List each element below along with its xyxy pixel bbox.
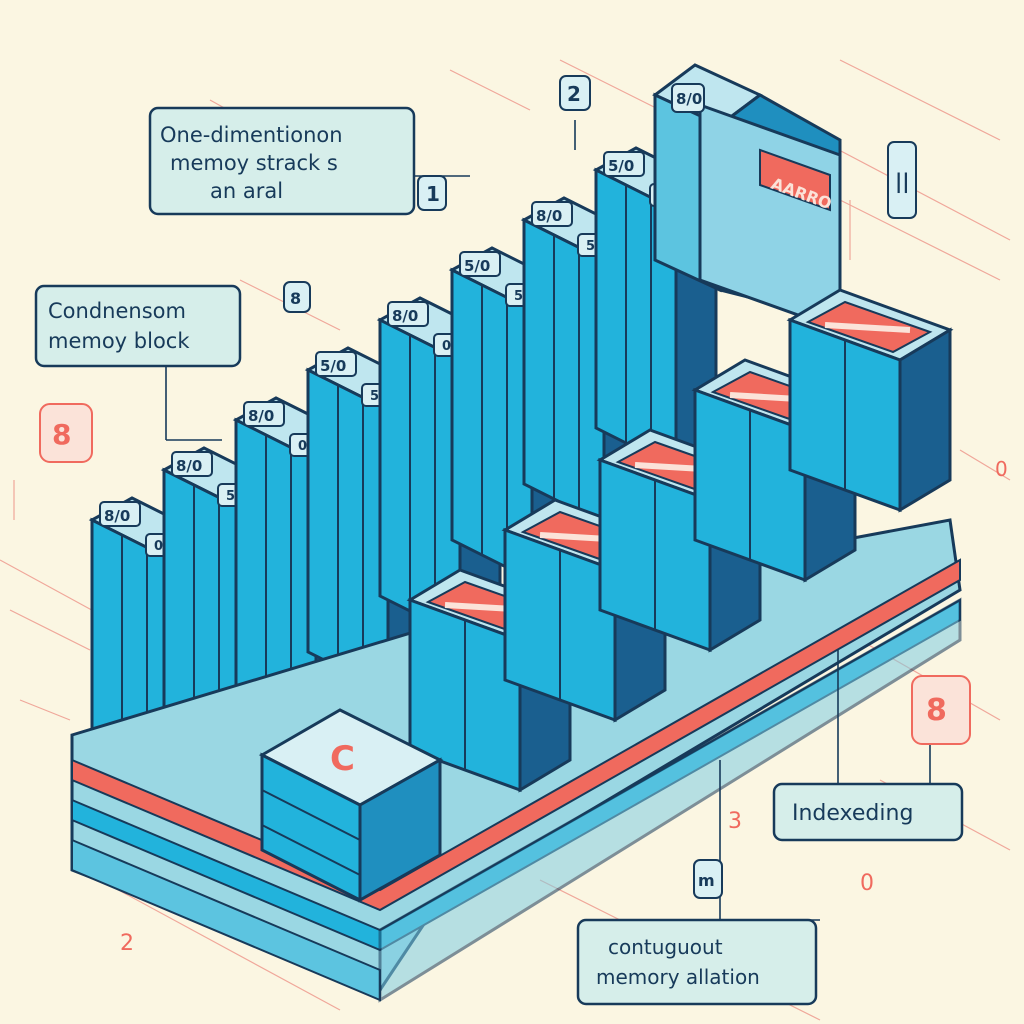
tower-tag-label: 5/0: [320, 357, 346, 375]
tower-tag-label: 8/0: [248, 407, 274, 425]
top-tower-tag: 8/0: [676, 90, 702, 108]
badge-right-vertical: ||: [888, 142, 916, 218]
badge-small-left: 8: [284, 282, 310, 312]
badge-one-left: 1: [418, 176, 446, 210]
callout-contiguous-line1: contuguout: [608, 935, 723, 959]
svg-text:2: 2: [567, 82, 581, 106]
callout-condensed-line2: memoy block: [48, 329, 190, 353]
callout-one-dimensional-line2: memoy strack s: [170, 151, 338, 175]
callout-indexing-text: Indexeding: [792, 801, 913, 826]
callout-contiguous-line2: memory allation: [596, 965, 760, 989]
tower-side-tag-label: 5: [586, 239, 595, 254]
tower-side-tag-label: 0: [154, 539, 163, 554]
tower-tag-label: 8/0: [104, 507, 130, 525]
svg-text:8: 8: [290, 289, 301, 308]
svg-text:8: 8: [926, 693, 947, 728]
tower-tag-label: 8/0: [392, 307, 418, 325]
tower-tag-label: 8/0: [536, 207, 562, 225]
badge-left-coral: 8: [40, 404, 92, 462]
tower-tag-label: 5/0: [464, 257, 490, 275]
tower-tag-label: 5/0: [608, 157, 634, 175]
tower-side-tag-label: 5: [514, 289, 523, 304]
tower-side-tag-label: 0: [298, 439, 307, 454]
tower-side-tag-label: 0: [442, 339, 451, 354]
svg-text:8: 8: [52, 418, 71, 451]
callout-contiguous: contuguout memory allation: [578, 920, 816, 1004]
svg-text:||: ||: [895, 169, 910, 193]
callout-one-dimensional-line1: One-dimentionon: [160, 123, 343, 147]
open-container: [790, 290, 950, 510]
floor-number-bottom-right: 0: [860, 871, 874, 896]
badge-bottom-tag: m: [694, 860, 722, 898]
badge-two-top: 2: [560, 76, 590, 110]
floor-number-bottom-mid: 3: [728, 809, 742, 834]
floor-number-right-edge: 0: [995, 457, 1008, 481]
svg-text:1: 1: [426, 182, 440, 206]
tower-side-tag-label: 5: [370, 389, 379, 404]
badge-right-coral: 8: [912, 676, 970, 744]
svg-text:m: m: [698, 871, 715, 890]
tower-side-tag-label: 5: [226, 489, 235, 504]
base-block-glyph: C: [330, 739, 355, 779]
floor-number-bottom-left: 2: [120, 931, 134, 956]
callout-condensed: Condnensom memoy block: [36, 286, 240, 366]
callout-condensed-line1: Condnensom: [48, 299, 186, 323]
callout-one-dimensional: One-dimentionon memoy strack s an aral: [150, 108, 414, 214]
callout-indexing: Indexeding: [774, 784, 962, 840]
callout-one-dimensional-line3: an aral: [210, 179, 283, 203]
tower-tag-label: 8/0: [176, 457, 202, 475]
